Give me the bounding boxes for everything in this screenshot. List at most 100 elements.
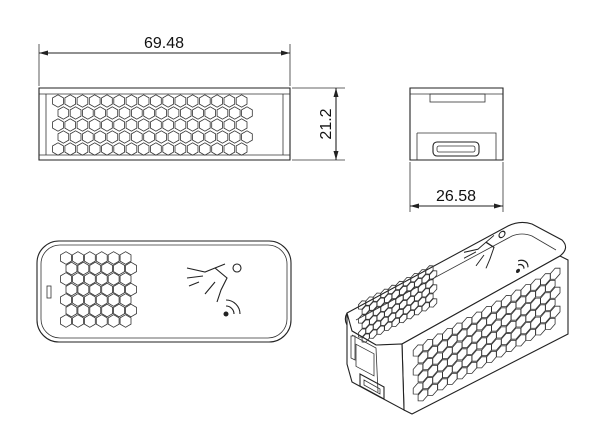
- vent-hole: [82, 130, 94, 144]
- vent-hole: [223, 142, 236, 156]
- vent-hole: [76, 142, 89, 156]
- iso-top-vent-pattern: [357, 265, 438, 343]
- iso-motion-sensor-person-icon: [463, 230, 506, 269]
- vent-hole: [150, 94, 162, 108]
- vent-hole: [235, 142, 248, 156]
- vent-hole: [192, 106, 204, 120]
- vent-hole: [125, 282, 137, 297]
- vent-hole: [101, 303, 113, 318]
- vent-hole: [101, 142, 113, 156]
- vent-hole: [77, 261, 90, 276]
- vent-hole: [137, 118, 150, 132]
- vent-hole: [429, 284, 438, 294]
- vent-hole: [162, 118, 174, 132]
- iso-side-vent-pattern: [412, 267, 561, 402]
- vent-hole: [65, 303, 78, 318]
- vent-hole: [429, 270, 438, 280]
- iso-wireless-signal-icon: [516, 259, 529, 274]
- vent-hole: [88, 94, 101, 108]
- vent-hole: [125, 142, 138, 156]
- isometric-view: [344, 221, 569, 415]
- motion-sensor-person-icon: [186, 263, 242, 303]
- vent-hole: [94, 106, 106, 120]
- vent-hole: [130, 130, 143, 144]
- vent-hole: [143, 130, 155, 144]
- vent-hole: [57, 106, 70, 120]
- vent-hole: [60, 293, 72, 307]
- height-dimension: 21.2: [292, 87, 345, 161]
- vent-hole: [162, 94, 174, 108]
- vent-hole: [84, 293, 96, 307]
- width-value: 26.58: [436, 188, 476, 205]
- vent-hole: [95, 251, 108, 265]
- vent-hole: [113, 282, 125, 297]
- vent-hole: [199, 118, 211, 132]
- vent-hole: [65, 282, 78, 297]
- vent-hole: [119, 293, 132, 307]
- vent-hole: [89, 282, 102, 297]
- height-value: 21.2: [318, 108, 335, 139]
- vent-hole: [113, 94, 125, 108]
- vent-hole: [52, 118, 64, 132]
- vent-hole: [119, 251, 132, 265]
- vent-hole: [94, 130, 106, 144]
- vent-hole: [77, 303, 90, 318]
- vent-hole: [113, 118, 125, 132]
- vent-hole: [216, 106, 229, 120]
- top-vent-pattern: [60, 251, 137, 328]
- vent-hole: [60, 314, 72, 328]
- vent-hole: [113, 261, 125, 276]
- length-dimension: 69.48: [38, 35, 291, 86]
- vent-hole: [101, 118, 113, 132]
- vent-hole: [235, 118, 248, 132]
- vent-hole: [69, 106, 82, 120]
- vent-hole: [162, 142, 174, 156]
- vent-hole: [425, 279, 434, 289]
- vent-hole: [119, 314, 132, 328]
- vent-hole: [199, 94, 211, 108]
- vent-hole: [84, 272, 96, 286]
- vent-hole: [95, 293, 108, 307]
- vent-hole: [72, 314, 84, 328]
- vent-hole: [65, 261, 78, 276]
- vent-hole: [199, 142, 211, 156]
- vent-hole: [179, 130, 192, 144]
- vent-hole: [88, 118, 101, 132]
- vent-hole: [76, 94, 89, 108]
- vent-hole: [545, 298, 556, 311]
- vent-hole: [130, 106, 143, 120]
- vent-hole: [545, 279, 556, 292]
- vent-hole: [82, 106, 94, 120]
- vent-hole: [143, 106, 155, 120]
- vent-hole: [106, 130, 119, 144]
- vent-hole: [107, 293, 120, 307]
- vent-hole: [425, 265, 434, 275]
- front-view: 69.48: [38, 35, 291, 161]
- vent-hole: [84, 251, 96, 265]
- vent-hole: [57, 130, 70, 144]
- vent-hole: [192, 130, 204, 144]
- vent-hole: [150, 118, 162, 132]
- vent-hole: [106, 106, 119, 120]
- vent-hole: [107, 314, 120, 328]
- vent-hole: [186, 94, 199, 108]
- vent-hole: [550, 267, 561, 280]
- vent-hole: [101, 94, 113, 108]
- vent-hole: [113, 303, 125, 318]
- vent-hole: [118, 130, 131, 144]
- vent-hole: [95, 272, 108, 286]
- vent-hole: [60, 272, 72, 286]
- vent-hole: [211, 118, 223, 132]
- vent-hole: [241, 106, 253, 120]
- vent-hole: [107, 251, 120, 265]
- vent-hole: [77, 282, 90, 297]
- vent-hole: [72, 251, 84, 265]
- vent-hole: [179, 106, 192, 120]
- vent-hole: [167, 106, 180, 120]
- vent-hole: [88, 142, 101, 156]
- vent-hole: [125, 303, 137, 318]
- length-value: 69.48: [144, 35, 184, 52]
- vent-hole: [52, 94, 64, 108]
- vent-hole: [550, 305, 561, 318]
- vent-hole: [429, 298, 438, 308]
